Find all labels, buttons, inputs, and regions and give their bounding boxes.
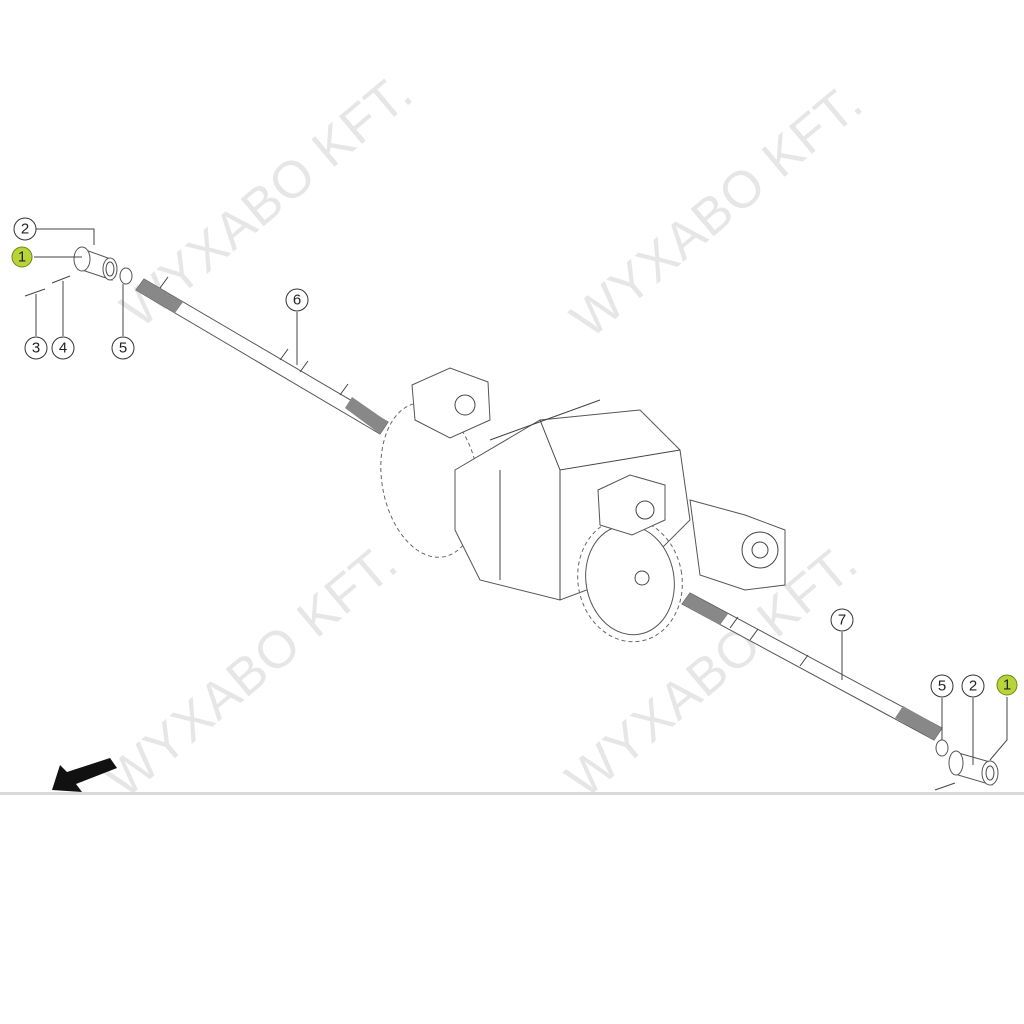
left-coupling <box>24 246 133 297</box>
leader-lines <box>34 228 1008 765</box>
svg-text:2: 2 <box>21 221 29 238</box>
callout-7[interactable]: 7 <box>830 608 854 632</box>
callout-1-left[interactable]: 1 <box>11 246 33 268</box>
watermark: WYXABO KFT. <box>95 533 409 809</box>
callout-4[interactable]: 4 <box>51 336 75 360</box>
callout-3[interactable]: 3 <box>24 336 48 360</box>
svg-text:5: 5 <box>938 678 946 695</box>
right-coupling <box>934 739 999 791</box>
callout-2-left[interactable]: 2 <box>13 217 37 241</box>
watermarks: WYXABO KFT. WYXABO KFT. WYXABO KFT. WYXA… <box>95 63 874 809</box>
separator-line <box>0 792 1024 795</box>
callout-1-right[interactable]: 1 <box>996 674 1018 696</box>
callout-5-left[interactable]: 5 <box>111 336 135 360</box>
direction-arrow-icon <box>52 758 117 792</box>
svg-text:4: 4 <box>59 340 67 357</box>
svg-text:5: 5 <box>119 340 127 357</box>
svg-text:6: 6 <box>293 292 301 309</box>
svg-text:1: 1 <box>1003 677 1011 694</box>
transmission-housing <box>380 367 786 643</box>
shaft-6 <box>135 276 389 435</box>
svg-text:7: 7 <box>838 612 846 629</box>
shaft-7 <box>681 592 943 741</box>
callout-6[interactable]: 6 <box>285 288 309 312</box>
watermark: WYXABO KFT. <box>560 73 874 349</box>
callout-2-right[interactable]: 2 <box>961 674 985 698</box>
svg-text:2: 2 <box>969 678 977 695</box>
callout-5-right[interactable]: 5 <box>930 674 954 698</box>
svg-text:1: 1 <box>18 249 26 266</box>
svg-text:3: 3 <box>32 340 40 357</box>
